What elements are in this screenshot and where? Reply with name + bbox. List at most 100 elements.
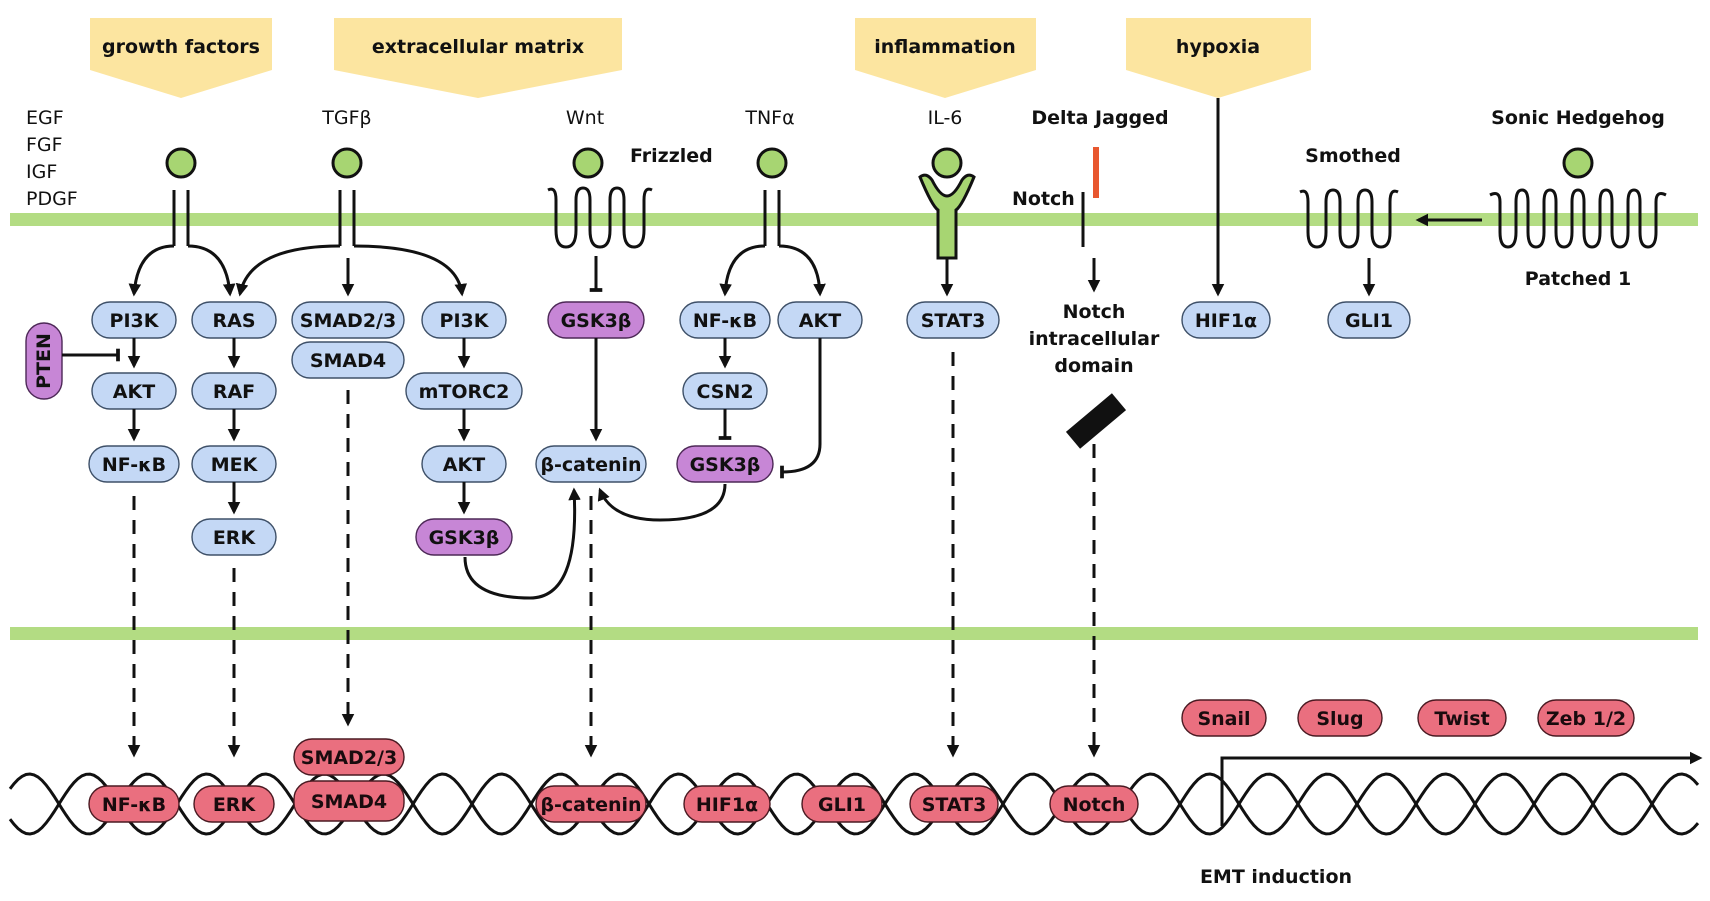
ligand-fgf: FGF	[26, 134, 63, 156]
svg-text:NF-κB: NF-κB	[102, 794, 166, 816]
svg-text:Notch: Notch	[1063, 794, 1126, 816]
nuclear-smad4: SMAD4	[293, 780, 405, 822]
nuclear-smad23: SMAD2/3	[293, 738, 405, 776]
ligand-igf: IGF	[26, 161, 57, 183]
ligand-tnfa: TNFα	[744, 107, 794, 129]
ligand-tgfb: TGFβ	[321, 107, 371, 129]
receptor-tgfb	[338, 190, 356, 246]
node-ras: RAS	[191, 301, 277, 339]
node-akt-tgfb: AKT	[421, 445, 507, 483]
ligand-egf: EGF	[26, 107, 64, 129]
nuclear-nfkb: NF-κB	[88, 785, 180, 823]
ligand-il6: IL-6	[928, 107, 963, 129]
nuclear-gli1: GLI1	[801, 785, 883, 823]
pathway-arrows	[62, 98, 1482, 600]
tf-slug: Slug	[1297, 699, 1383, 737]
stimulus-inflammation: inflammation	[855, 18, 1036, 98]
nicd-fragment	[1065, 393, 1127, 449]
node-smad23: SMAD2/3	[291, 301, 405, 339]
svg-text:ERK: ERK	[213, 527, 257, 549]
node-bcatenin: β-catenin	[535, 445, 647, 483]
node-nfkb-tnfa: NF-κB	[679, 301, 771, 339]
svg-text:PI3K: PI3K	[440, 310, 490, 332]
stimulus-growth-factors: growth factors	[90, 18, 272, 98]
svg-text:AKT: AKT	[799, 310, 841, 332]
svg-text:mTORC2: mTORC2	[419, 381, 510, 403]
node-mtorc2: mTORC2	[405, 372, 523, 410]
node-akt-tnfa: AKT	[777, 301, 863, 339]
svg-text:GSK3β: GSK3β	[690, 454, 761, 476]
svg-text:AKT: AKT	[443, 454, 485, 476]
tf-snail: Snail	[1181, 699, 1267, 737]
svg-text:NF-κB: NF-κB	[102, 454, 166, 476]
svg-text:STAT3: STAT3	[921, 310, 986, 332]
node-akt-growth: AKT	[91, 372, 177, 410]
ligand-ball-wnt	[572, 147, 604, 179]
svg-text:SMAD4: SMAD4	[311, 791, 387, 813]
ligand-sonic-hedgehog: Sonic Hedgehog	[1491, 107, 1665, 129]
node-mek: MEK	[191, 445, 277, 483]
svg-text:PTEN: PTEN	[33, 333, 55, 389]
dna-helix	[8, 772, 1700, 836]
svg-text:GLI1: GLI1	[818, 794, 866, 816]
node-gsk3b-wnt: GSK3β	[547, 301, 645, 339]
receptor-smothed-label: Smothed	[1305, 145, 1401, 167]
svg-text:β-catenin: β-catenin	[540, 794, 641, 816]
stimulus-inflammation-label: inflammation	[874, 36, 1016, 58]
svg-text:HIF1α: HIF1α	[696, 794, 758, 816]
svg-text:CSN2: CSN2	[696, 381, 753, 403]
svg-text:Snail: Snail	[1197, 708, 1250, 730]
receptor-smothed	[1299, 188, 1399, 249]
dna-strand-b	[8, 772, 1700, 836]
svg-text:AKT: AKT	[113, 381, 155, 403]
receptor-patched-label: Patched 1	[1525, 268, 1631, 290]
svg-text:β-catenin: β-catenin	[540, 454, 641, 476]
node-pten: PTEN	[25, 322, 63, 400]
nuclear-hif1a: HIF1α	[683, 785, 771, 823]
node-pi3k-growth: PI3K	[91, 301, 177, 339]
svg-text:GSK3β: GSK3β	[429, 527, 500, 549]
svg-text:GSK3β: GSK3β	[561, 310, 632, 332]
cell-membrane	[10, 213, 1698, 226]
svg-text:SMAD2/3: SMAD2/3	[300, 310, 396, 332]
ligand-ball-hedgehog	[1562, 147, 1594, 179]
receptor-patched	[1489, 188, 1667, 249]
svg-text:GLI1: GLI1	[1345, 310, 1393, 332]
ligand-delta-jagged: Delta Jagged	[1031, 107, 1168, 129]
nicd-label-2: intracellular	[1029, 328, 1160, 350]
stimulus-growth-factors-label: growth factors	[102, 36, 260, 58]
node-gsk3b-tgfb: GSK3β	[415, 518, 513, 556]
node-stat3: STAT3	[906, 301, 1000, 339]
nuclear-bcatenin: β-catenin	[535, 785, 647, 823]
stimulus-hypoxia: hypoxia	[1126, 18, 1311, 98]
translocation-arrows	[127, 352, 1101, 758]
stimulus-hypoxia-label: hypoxia	[1176, 36, 1260, 58]
emt-transcription-arrow	[1220, 751, 1703, 826]
svg-text:RAS: RAS	[212, 310, 255, 332]
nuclear-erk: ERK	[193, 785, 275, 823]
stimulus-extracellular-matrix-label: extracellular matrix	[372, 36, 584, 58]
svg-text:PI3K: PI3K	[110, 310, 160, 332]
node-gli1: GLI1	[1327, 301, 1411, 339]
ligand-ball-il6	[931, 147, 963, 179]
tf-twist: Twist	[1417, 699, 1507, 737]
svg-text:RAF: RAF	[213, 381, 255, 403]
svg-text:ERK: ERK	[213, 794, 257, 816]
svg-text:NF-κB: NF-κB	[693, 310, 757, 332]
svg-text:Twist: Twist	[1434, 708, 1489, 730]
svg-text:STAT3: STAT3	[922, 794, 987, 816]
node-raf: RAF	[191, 372, 277, 410]
node-nfkb-growth: NF-κB	[88, 445, 180, 483]
svg-text:Slug: Slug	[1316, 708, 1363, 730]
receptor-il6	[918, 173, 976, 260]
node-erk: ERK	[191, 518, 277, 556]
receptor-frizzled-label: Frizzled	[630, 145, 713, 167]
ligand-ball-growth	[165, 147, 197, 179]
node-csn2: CSN2	[682, 372, 768, 410]
svg-text:MEK: MEK	[211, 454, 259, 476]
receptor-growth-factor	[172, 190, 190, 246]
ligand-ball-tgfb	[331, 147, 363, 179]
node-hif1a: HIF1α	[1181, 301, 1271, 339]
svg-text:HIF1α: HIF1α	[1195, 310, 1257, 332]
